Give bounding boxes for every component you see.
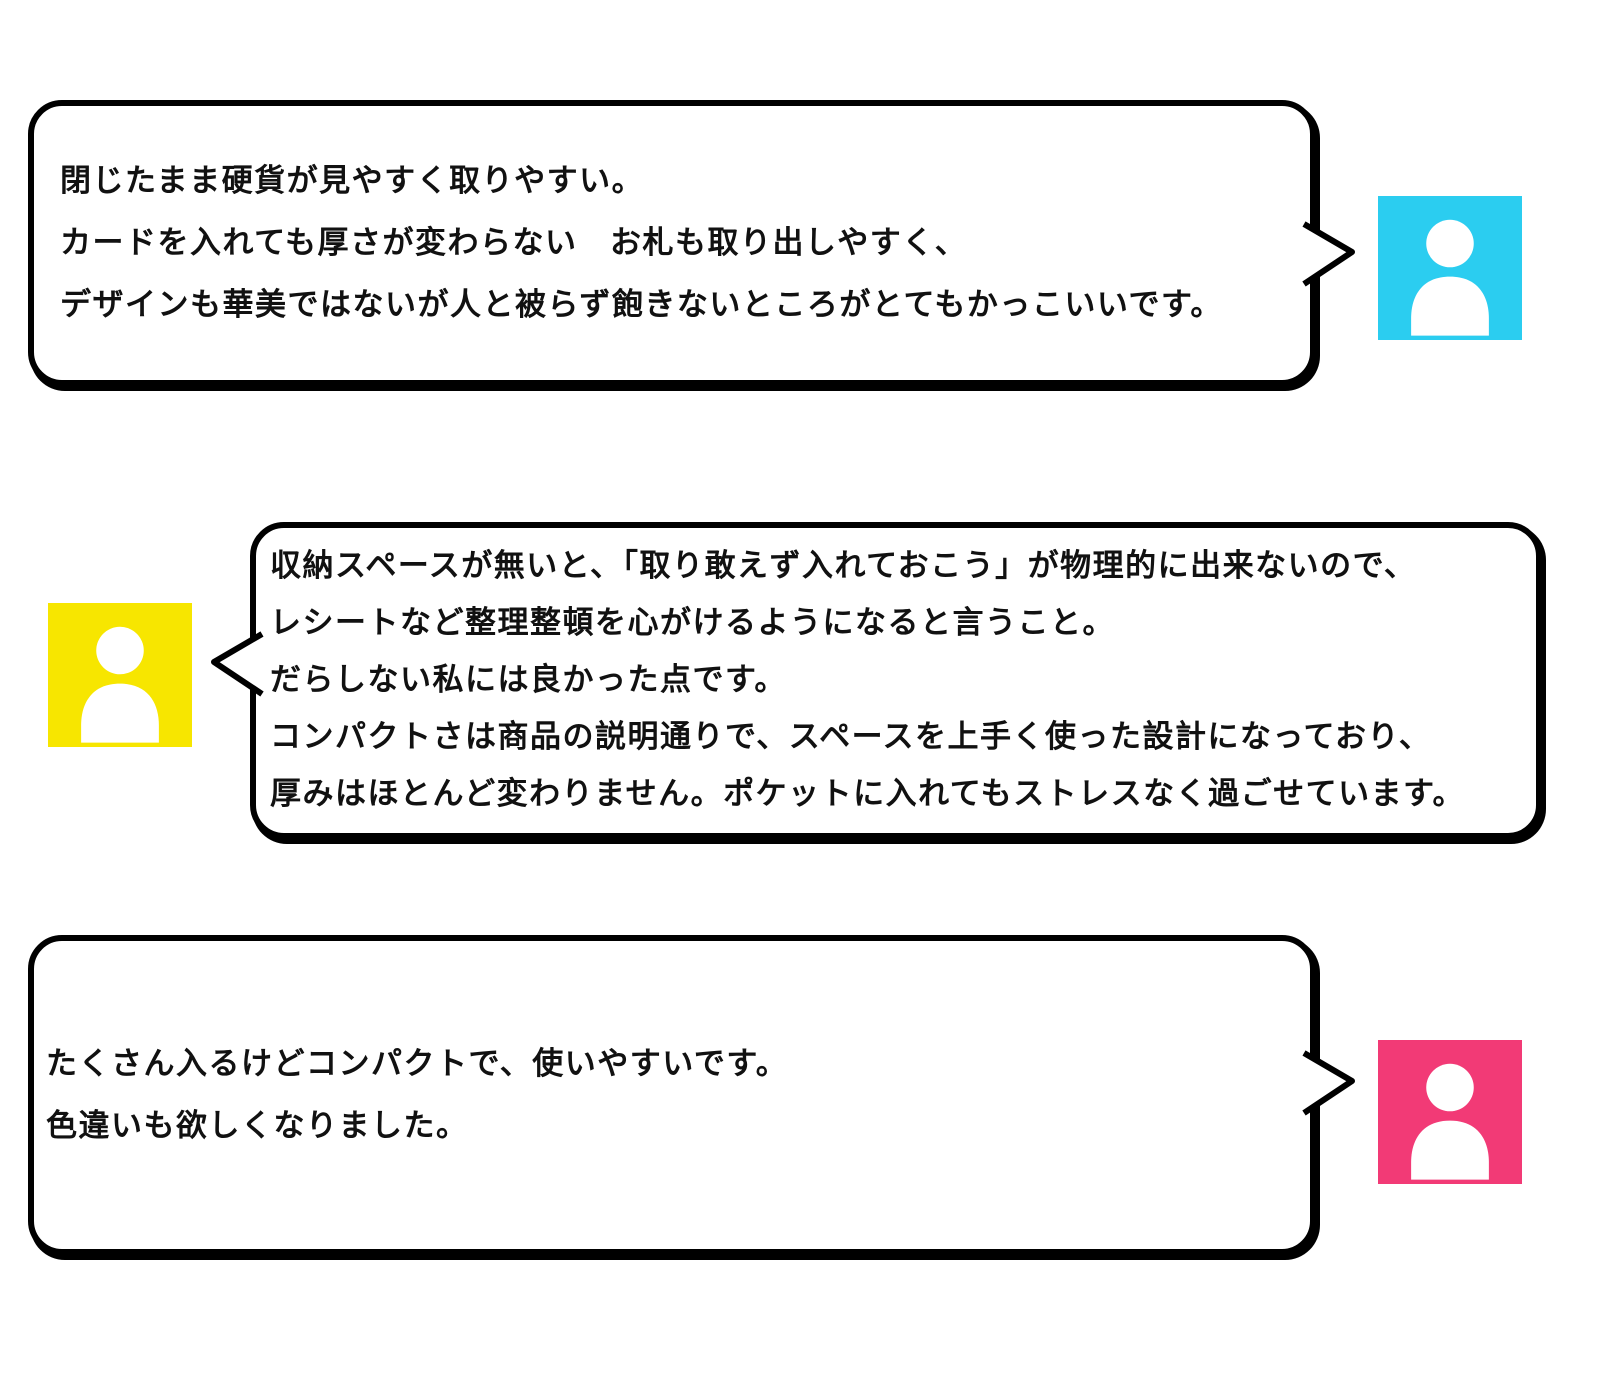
bubble-tail-left (211, 631, 264, 697)
bubble-tail-right (1302, 1050, 1355, 1116)
review-text-line: 色違いも欲しくなりました。 (46, 1108, 469, 1144)
speech-bubble-review-3: たくさん入るけどコンパクトで、使いやすいです。 色違いも欲しくなりました。 (28, 935, 1355, 1255)
avatar (1378, 196, 1522, 340)
review-text-line: 閉じたまま硬貨が見やすく取りやすい。 (60, 163, 645, 199)
review-text-line: 厚みはほとんど変わりません。ポケットに入れてもストレスなく過ごせています。 (270, 776, 1466, 812)
review-text-line: コンパクトさは商品の説明通りで、スペースを上手く使った設計になっており、 (270, 719, 1432, 755)
review-text-line: カードを入れても厚さが変わらない お札も取り出しやすく、 (60, 225, 968, 261)
avatar (48, 603, 192, 747)
person-icon (1411, 219, 1489, 336)
review-text-line: デザインも華美ではないが人と被らず飽きないところがとてもかっこいいです。 (60, 287, 1223, 323)
review-text-line: だらしない私には良かった点です。 (270, 662, 787, 698)
speech-bubble-review-2: 収納スペースが無いと、「取り敢えず入れておこう」が物理的に出来ないので、 レシー… (211, 522, 1542, 839)
speech-bubble-review-1: 閉じたまま硬貨が見やすく取りやすい。 カードを入れても厚さが変わらない お札も取… (28, 100, 1355, 386)
review-text-line: たくさん入るけどコンパクトで、使いやすいです。 (46, 1046, 789, 1082)
person-icon (81, 626, 159, 743)
bubble-tail-right (1302, 221, 1355, 287)
review-text-line: レシートなど整理整頓を心がけるようになると言うこと。 (270, 605, 1115, 641)
avatar (1378, 1040, 1522, 1184)
review-text-line: 収納スペースが無いと、「取り敢えず入れておこう」が物理的に出来ないので、 (270, 548, 1417, 584)
person-icon (1411, 1063, 1489, 1180)
